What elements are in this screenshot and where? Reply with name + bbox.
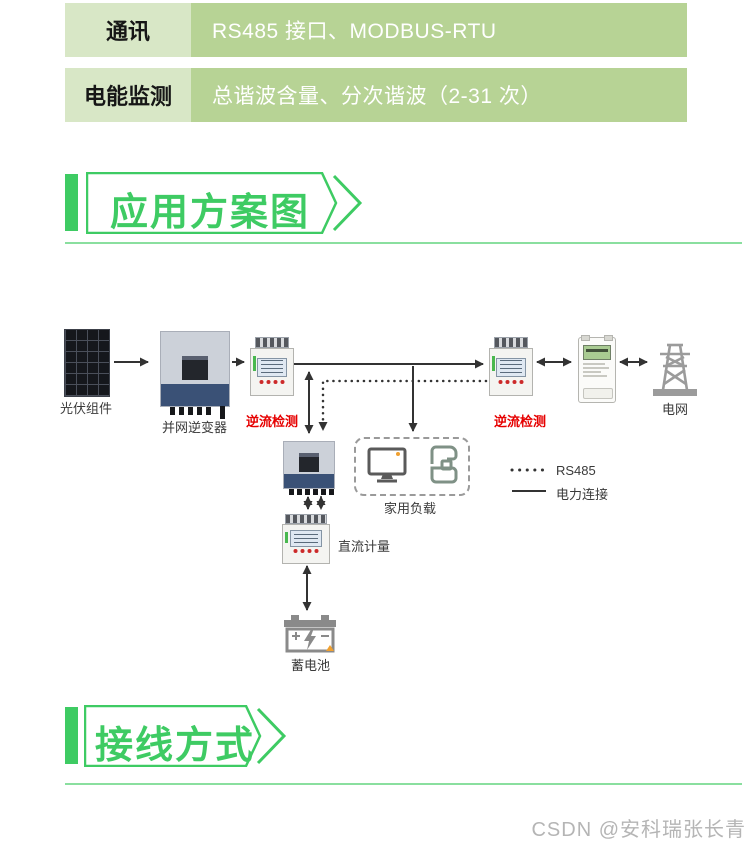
section-divider: [65, 242, 742, 244]
spec-value-communication: RS485 接口、MODBUS-RTU: [191, 3, 687, 57]
chevron-right-icon: [332, 174, 363, 232]
energy-meter-icon: [578, 335, 616, 403]
label-grid-inverter: 并网逆变器: [162, 420, 228, 435]
section-header-frame-application: [86, 172, 363, 234]
monitor-icon: [367, 447, 407, 483]
label-household-load: 家用负载: [384, 501, 437, 516]
label-battery: 蓄电池: [291, 658, 331, 673]
household-load-box: [354, 437, 470, 496]
storage-inverter-icon: [283, 441, 335, 495]
section-title-wiring: 接线方式: [95, 725, 256, 767]
solar-panel-icon: [64, 329, 110, 397]
appliance-icon: [430, 445, 458, 484]
spec-value-energy-monitoring: 总谐波含量、分次谐波（2-31 次）: [191, 68, 687, 122]
section-accent-bar: [65, 174, 78, 231]
battery-icon: [284, 615, 336, 653]
spec-label-energy-monitoring: 电能监测: [65, 68, 191, 122]
section-divider-2: [65, 783, 742, 785]
spec-row-communication: 通讯 RS485 接口、MODBUS-RTU: [65, 3, 687, 57]
section-accent-bar-wiring: [65, 707, 78, 764]
label-reverse-flow-detection-1: 逆流检测: [246, 414, 299, 429]
label-dc-metering: 直流计量: [338, 539, 391, 554]
din-meter-icon-2: [489, 337, 533, 396]
section-header-frame-wiring: [84, 705, 287, 767]
label-pv-module: 光伏组件: [60, 401, 113, 416]
spec-row-energy-monitoring: 电能监测 总谐波含量、分次谐波（2-31 次）: [65, 68, 687, 122]
chevron-right-icon: [256, 707, 287, 765]
spec-label-communication: 通讯: [65, 3, 191, 57]
section-title-application: 应用方案图: [110, 192, 311, 234]
grid-tower-icon: [653, 343, 697, 396]
legend-label-rs485: RS485: [556, 463, 596, 478]
label-grid: 电网: [662, 402, 689, 417]
label-reverse-flow-detection-2: 逆流检测: [494, 414, 547, 429]
legend-label-power-connection: 电力连接: [556, 487, 609, 502]
watermark: CSDN @安科瑞张长青: [531, 819, 746, 841]
din-meter-icon-1: [250, 337, 294, 396]
dc-meter-icon: [282, 514, 330, 564]
grid-inverter-icon: [160, 331, 230, 419]
